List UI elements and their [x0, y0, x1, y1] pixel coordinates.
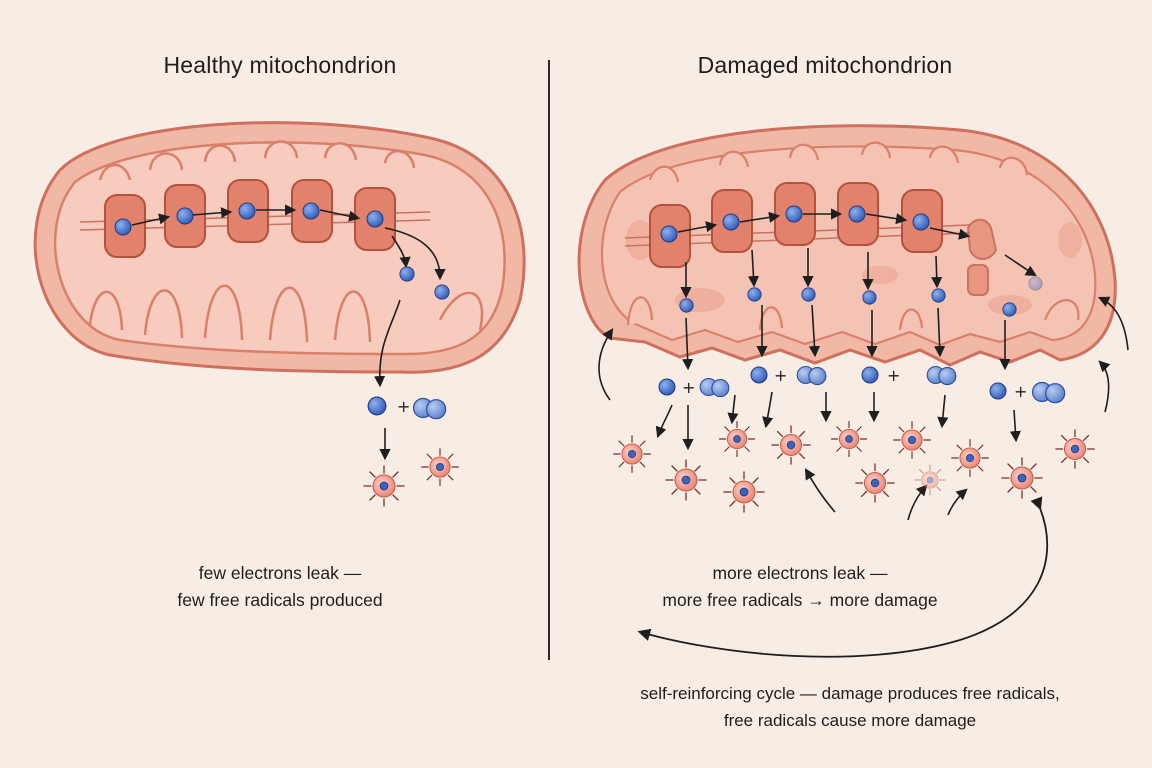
healthy-caption-line1: few electrons leak — [198, 563, 362, 583]
cycle-caption: self-reinforcing cycle — damage produces… [560, 680, 1140, 734]
cycle-caption-line2: free radicals cause more damage [723, 711, 977, 730]
damaged-electron-oxygen-pairs: + + + + [658, 365, 1066, 404]
svg-text:+: + [774, 366, 787, 385]
healthy-free-radical [421, 448, 459, 486]
cycle-caption-line1: self-reinforcing cycle — damage produces… [640, 684, 1060, 703]
svg-text:+: + [1014, 382, 1027, 401]
healthy-free-radical [363, 465, 405, 507]
svg-text:+: + [887, 366, 900, 385]
damaged-free-radicals [613, 420, 1095, 513]
damaged-caption-line2: more free radicals → more damage [662, 590, 938, 610]
healthy-caption: few electrons leak — few free radicals p… [120, 560, 440, 614]
cycle-arrow [637, 496, 1048, 658]
panel-divider [548, 60, 550, 660]
healthy-mitochondrion: + [33, 121, 526, 507]
healthy-leaked-electron [367, 396, 387, 416]
healthy-caption-line2: few free radicals produced [177, 590, 383, 610]
damaged-title: Damaged mitochondrion [697, 52, 953, 78]
damaged-mitochondrion: + + + + [577, 124, 1129, 658]
svg-text:+: + [682, 378, 695, 397]
healthy-title: Healthy mitochondrion [163, 52, 397, 78]
damaged-caption-line1: more electrons leak — [712, 563, 888, 583]
healthy-oxygen [412, 397, 447, 420]
damaged-caption: more electrons leak — more free radicals… [600, 560, 1000, 614]
svg-text:+: + [397, 397, 410, 416]
